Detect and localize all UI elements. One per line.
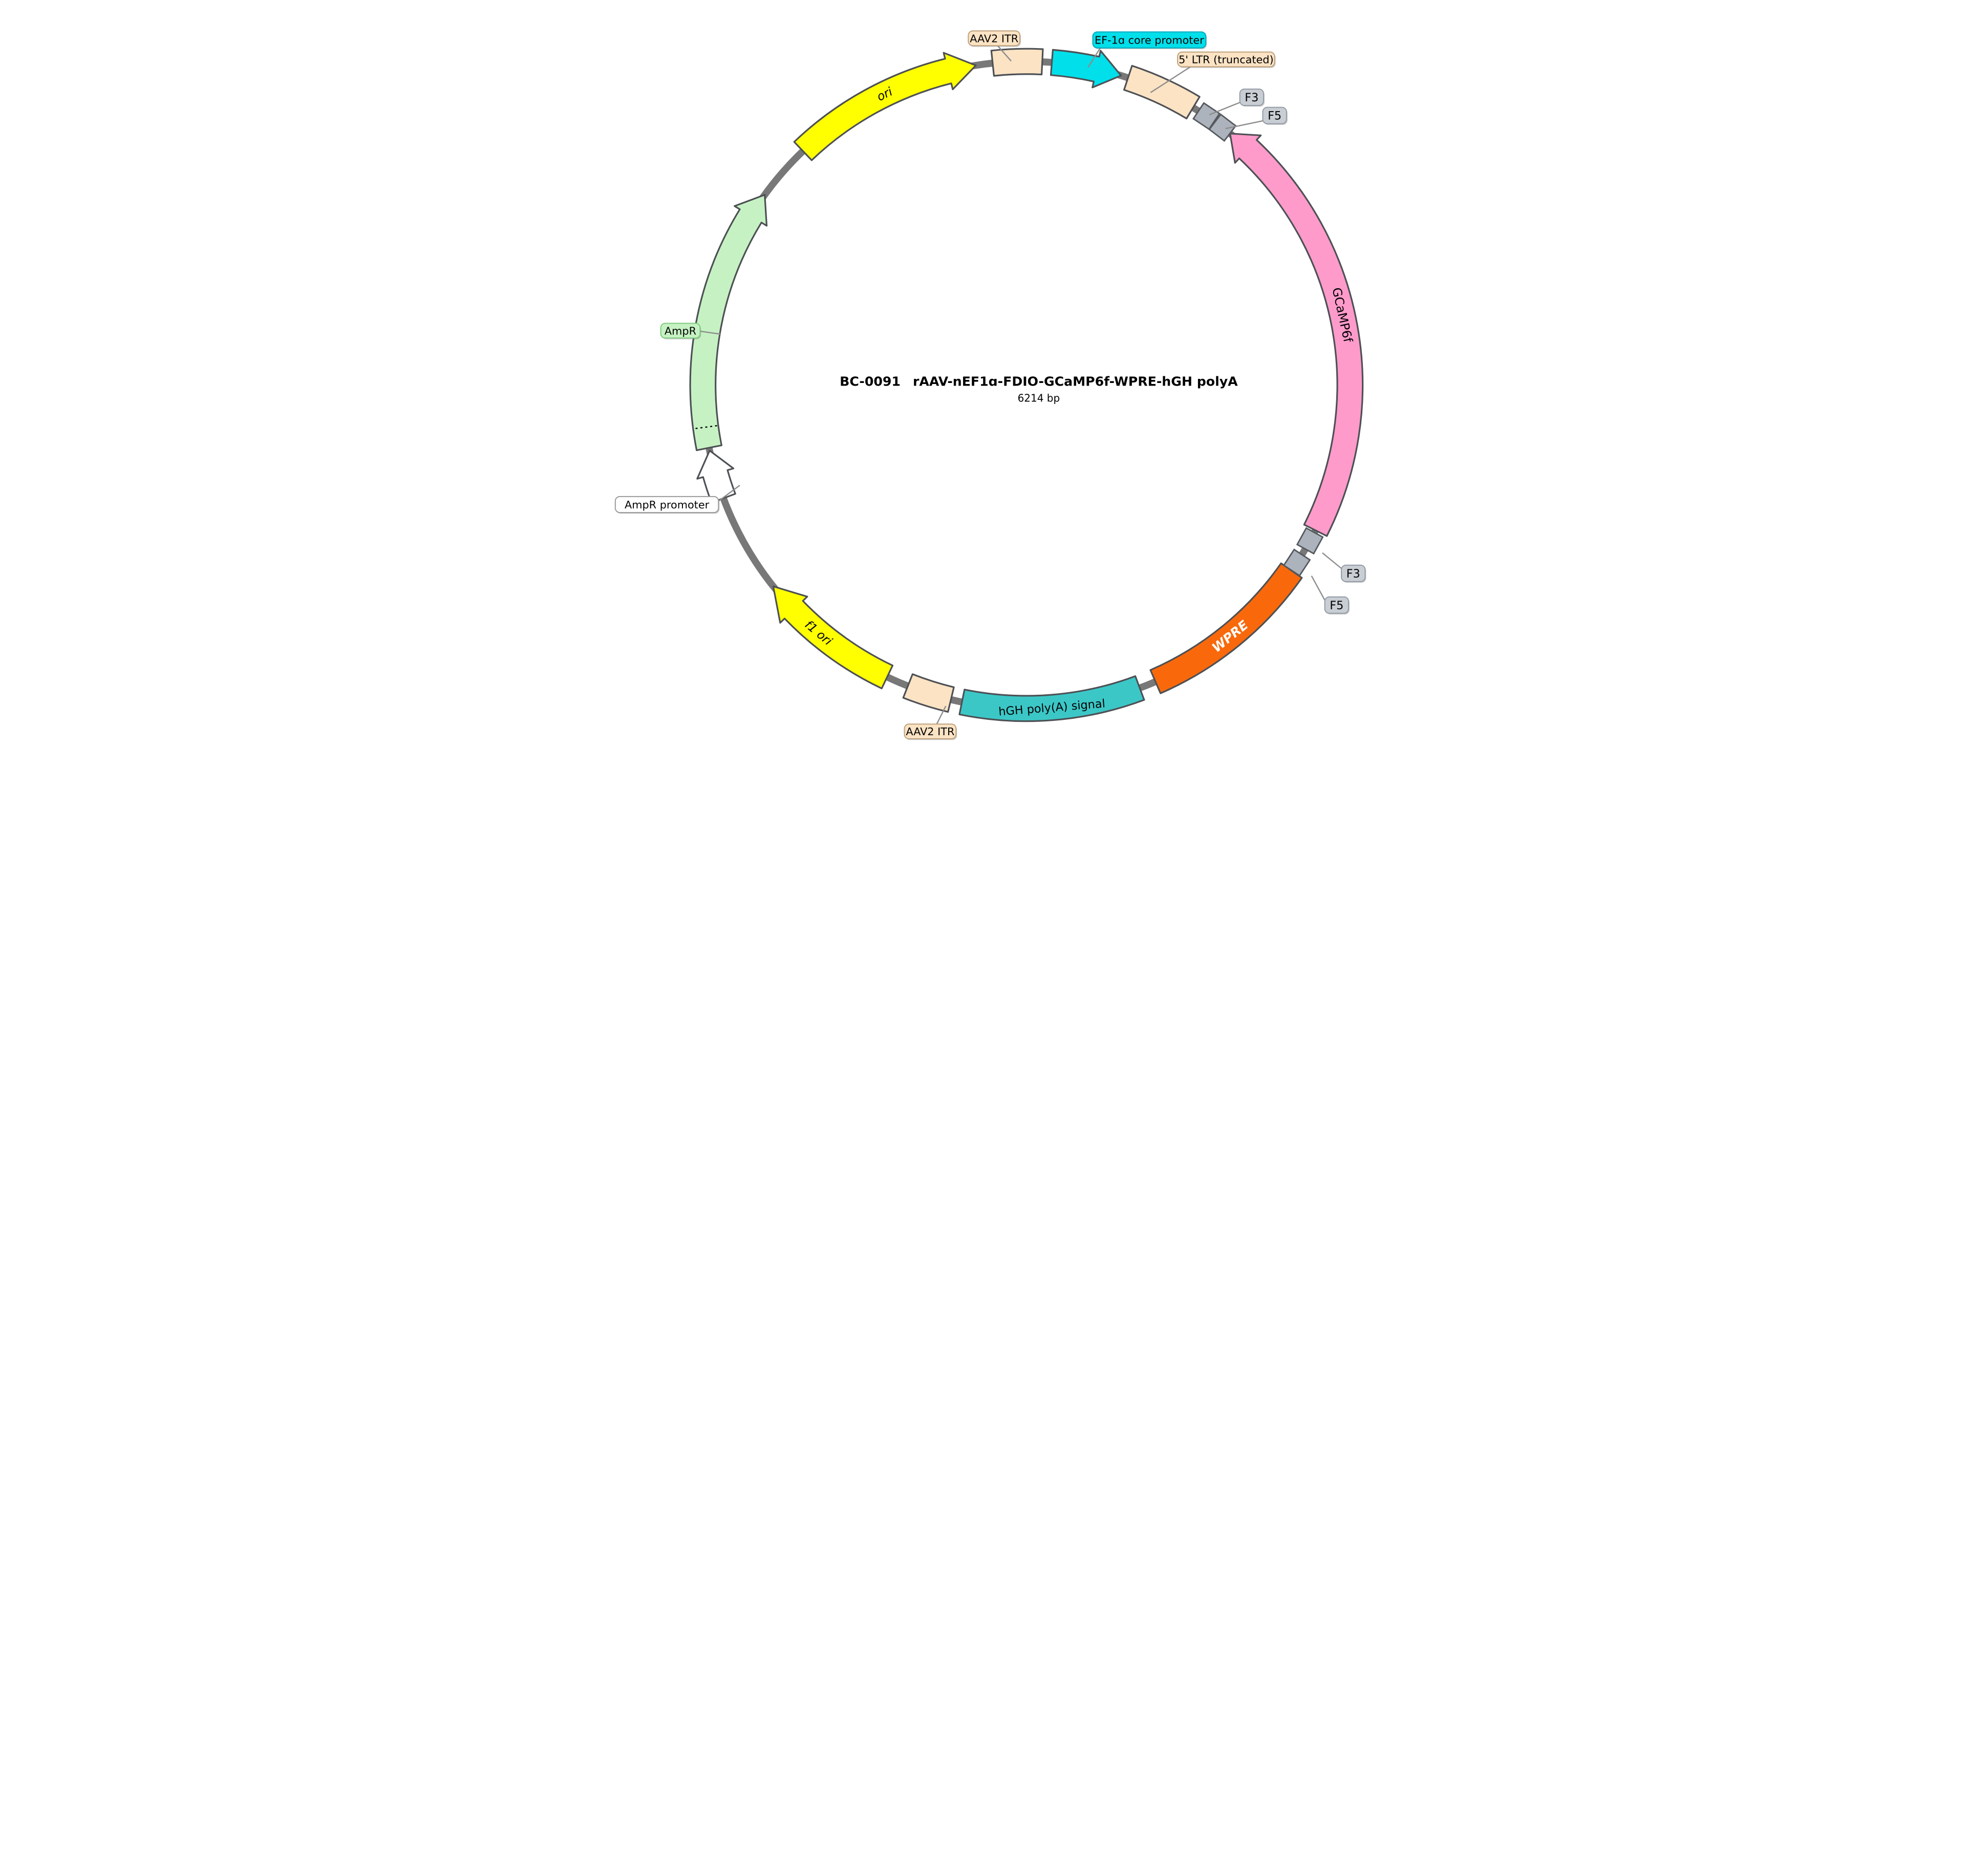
plasmid-map: AAV2 ITR EF-1ɑ core promoter 5' LTR (trunc…: [614, 30, 1366, 740]
f5-1-callout-label: F5: [1268, 110, 1281, 123]
f3-1-callout-pill[interactable]: [1239, 88, 1265, 106]
feature-aav2-itr-2[interactable]: [902, 673, 955, 713]
5-ltr-callout-label: 5' LTR (truncated): [1179, 53, 1274, 66]
site-layer: [1192, 102, 1324, 577]
ampr-callout-pill[interactable]: [660, 323, 701, 339]
f3-1-callout[interactable]: F3: [1239, 88, 1265, 107]
f5-2-callout[interactable]: F5: [1324, 596, 1350, 615]
aav2-itr-2-callout-leader-line: [936, 706, 947, 724]
f5-2-callout-leader-line: [1311, 575, 1326, 601]
aav2-itr-2-callout[interactable]: AAV2 ITR: [904, 723, 957, 740]
feature-ampr[interactable]: [689, 194, 768, 452]
ampr-divider-dotted-line: [694, 425, 717, 430]
ampr-promoter-callout-label: AmpR promoter: [625, 499, 710, 511]
feature-ef1a-core-promoter[interactable]: [1050, 49, 1122, 89]
feature-ori[interactable]: [793, 52, 977, 161]
site-frt-f3-2[interactable]: [1296, 527, 1324, 555]
f3-1-callout-leader-line: [1209, 101, 1241, 116]
feature-5-ltr-truncated[interactable]: [1123, 65, 1201, 120]
f3-1-callout-label: F3: [1245, 91, 1258, 104]
f5-1-callout-pill[interactable]: [1262, 106, 1287, 124]
plasmid-name: rAAV-nEF1ɑ-FDIO-GCaMP6f-WPRE-hGH polyA: [913, 374, 1238, 389]
5-ltr-callout[interactable]: 5' LTR (truncated): [1177, 51, 1276, 68]
aav2-itr-1-callout-label: AAV2 ITR: [970, 32, 1018, 45]
f3-2-callout-pill[interactable]: [1341, 564, 1366, 582]
site-frt-f5-1[interactable]: [1208, 113, 1237, 142]
ampr-promoter-callout-leader-line: [718, 484, 740, 502]
f5-2-callout-label: F5: [1330, 599, 1343, 612]
feature-f1-ori[interactable]: [772, 585, 894, 690]
ef1a-callout-label: EF-1ɑ core promoter: [1095, 34, 1204, 46]
plasmid-title: BC-0091 rAAV-nEF1ɑ-FDIO-GCaMP6f-WPRE-hGH …: [840, 374, 1238, 389]
ampr-callout-leader-line: [700, 330, 721, 335]
plasmid-id: BC-0091: [840, 374, 901, 389]
f3-2-callout-leader-line: [1322, 552, 1342, 569]
5-ltr-callout-pill[interactable]: [1177, 51, 1275, 68]
plasmid-map-stage: AAV2 ITR EF-1ɑ core promoter 5' LTR (trunc…: [596, 0, 1392, 743]
feature-hgh-polya-signal[interactable]: [958, 675, 1145, 722]
aav2-itr-1-callout[interactable]: AAV2 ITR: [968, 30, 1021, 47]
ampr-promoter-callout-pill[interactable]: [614, 496, 719, 514]
site-frt-f5-2[interactable]: [1282, 548, 1311, 577]
ef1a-callout-pill[interactable]: [1092, 31, 1207, 49]
f3-2-callout-label: F3: [1346, 567, 1360, 581]
feature-layer: [689, 48, 1364, 722]
aav2-itr-2-callout-pill[interactable]: [904, 723, 957, 740]
f3-2-callout[interactable]: F3: [1341, 564, 1366, 583]
ampr-callout[interactable]: AmpR: [660, 323, 701, 339]
feature-ampr-promoter[interactable]: [696, 450, 736, 504]
aav2-itr-1-callout-pill[interactable]: [968, 30, 1021, 47]
leader-layer: [700, 45, 1342, 724]
ampr-callout-label: AmpR: [665, 325, 696, 337]
f5-2-callout-pill[interactable]: [1324, 596, 1350, 614]
aav2-itr-1-callout-leader-line: [997, 45, 1012, 61]
site-frt-f3-1[interactable]: [1192, 102, 1221, 131]
plasmid-size: 6214 bp: [1018, 392, 1060, 404]
feature-aav2-itr-1[interactable]: [990, 48, 1044, 77]
callout-layer: AAV2 ITR EF-1ɑ core promoter 5' LTR (trunc…: [614, 30, 1366, 740]
aav2-itr-2-callout-label: AAV2 ITR: [906, 725, 954, 738]
ef1a-callout[interactable]: EF-1ɑ core promoter: [1092, 31, 1207, 49]
f5-1-callout[interactable]: F5: [1262, 106, 1288, 125]
5-ltr-callout-leader-line: [1150, 66, 1191, 93]
ef1a-callout-leader-line: [1087, 48, 1101, 68]
ampr-promoter-callout[interactable]: AmpR promoter: [614, 496, 720, 514]
feature-gcamp6f[interactable]: [1229, 133, 1364, 537]
feature-wpre[interactable]: [1149, 562, 1303, 694]
f5-1-callout-leader-line: [1225, 120, 1264, 130]
